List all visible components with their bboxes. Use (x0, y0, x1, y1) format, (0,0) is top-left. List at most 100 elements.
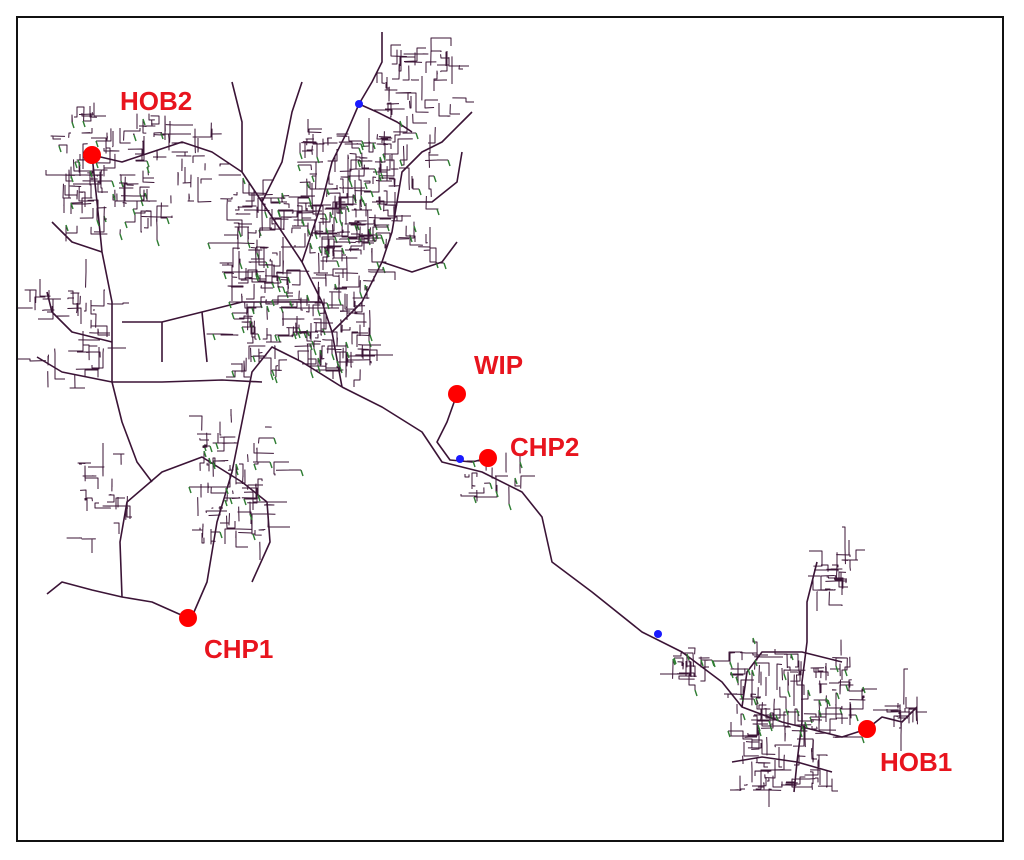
pipe-branch (250, 246, 265, 268)
pipe-branch (340, 327, 351, 331)
pipe-branch (264, 275, 283, 288)
pipe-branch (257, 478, 263, 495)
pipe-branch (772, 775, 783, 788)
pipe-branch (440, 51, 448, 73)
pipe-branch (153, 132, 163, 137)
pipe-branch (97, 181, 108, 193)
service-branch (89, 170, 93, 178)
service-branch (809, 716, 813, 724)
pipe-branch (354, 312, 365, 327)
pipe-branch (430, 37, 452, 53)
service-branch (316, 156, 320, 164)
pipe-branch (356, 334, 371, 347)
pipe-branch (727, 693, 743, 698)
pipe-branch (835, 735, 848, 738)
service-branch (156, 239, 160, 247)
pipe-branch (102, 505, 131, 519)
pipe-branch (894, 708, 917, 724)
service-branch (369, 334, 373, 342)
pipe-branch (374, 109, 393, 115)
service-branch (799, 730, 803, 738)
pipe-branch (254, 530, 262, 536)
service-branch (359, 291, 363, 299)
pipe-branch (402, 65, 410, 81)
service-branch (271, 369, 275, 377)
service-branch (804, 721, 808, 729)
pipe-branch (821, 564, 829, 572)
pipe-branch (237, 511, 252, 524)
pipe-branch (327, 137, 332, 146)
service-branch (160, 132, 164, 140)
service-branch (790, 653, 794, 661)
pipe-branch (836, 554, 851, 557)
pipe-branch (817, 778, 838, 792)
pipe-trunk (741, 651, 843, 708)
plant-marker-hob1[interactable] (858, 720, 876, 738)
service-branch (269, 461, 273, 469)
pipe-branch (385, 82, 390, 102)
pipe-trunk (436, 393, 489, 463)
service-branch (318, 246, 322, 254)
pipe-branch (189, 473, 231, 488)
pipe-branch (219, 163, 229, 167)
pipe-branch (332, 268, 348, 281)
service-branch (95, 140, 99, 148)
pipe-branch (849, 559, 858, 571)
service-branch (818, 699, 822, 707)
pipe-branch (800, 690, 809, 700)
pipe-branch (783, 669, 791, 674)
pipe-branch (232, 357, 247, 372)
pipe-branch (378, 157, 381, 171)
pipe-trunk (261, 81, 303, 203)
pipe-branch (273, 461, 289, 476)
pipe-branch (96, 207, 107, 220)
plant-marker-chp1[interactable] (179, 609, 197, 627)
pipe-branch (280, 211, 302, 218)
pipe-branch (308, 205, 324, 225)
pipe-branch (817, 668, 824, 679)
pipe-branch (824, 667, 827, 681)
pipe-branch (353, 369, 361, 387)
pipe-branch (784, 726, 791, 742)
pipe-branch (395, 92, 412, 100)
pipe-branch (804, 767, 819, 776)
pipe-trunk (801, 561, 818, 722)
network-node-north[interactable] (355, 100, 363, 108)
pipe-branch (93, 174, 103, 177)
pipe-branch (258, 352, 263, 363)
pipe-branch (809, 550, 823, 567)
pipe-branch (338, 196, 354, 209)
service-branch (473, 496, 477, 504)
pipe-branch (250, 320, 255, 334)
service-branch (519, 461, 523, 469)
pipe-branch (341, 194, 354, 206)
plant-marker-wip[interactable] (448, 385, 466, 403)
plant-marker-hob2[interactable] (83, 146, 101, 164)
service-branch (415, 132, 419, 140)
pipe-branch (758, 770, 772, 774)
pipe-branch (224, 496, 240, 499)
pipe-branch (750, 693, 761, 698)
service-branch (694, 689, 698, 697)
network-node-transmission-b[interactable] (654, 630, 662, 638)
service-branch (146, 166, 150, 174)
pipe-branch (326, 238, 335, 254)
service-branch (282, 286, 286, 294)
pipe-branch (384, 238, 387, 249)
pipe-branch (320, 260, 337, 262)
pipe-branch (212, 457, 216, 465)
service-branch (301, 218, 305, 226)
pipe-branch (430, 50, 442, 66)
pipe-branch (368, 271, 396, 280)
network-node-transmission-a[interactable] (456, 455, 464, 463)
pipe-branch (237, 193, 253, 208)
pipe-branch (679, 672, 695, 678)
pipe-branch (842, 526, 846, 565)
pipe-branch (747, 725, 759, 736)
pipe-branch (278, 326, 294, 337)
service-branch (345, 341, 349, 349)
service-branch (132, 208, 136, 216)
pipe-branch (267, 516, 290, 528)
pipe-branch (370, 235, 377, 242)
plant-marker-chp2[interactable] (479, 449, 497, 467)
